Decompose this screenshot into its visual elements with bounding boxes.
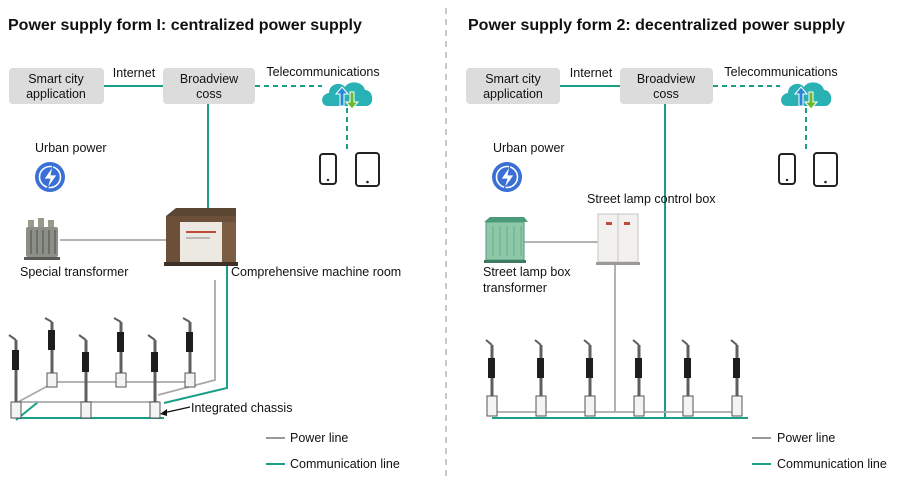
legend-power-label-right: Power line	[777, 431, 835, 445]
street-lamp	[534, 339, 547, 417]
broadview-label-line1: Broadview	[180, 72, 239, 86]
chassis-pointer-arrow	[160, 409, 167, 416]
street-lamp	[44, 317, 58, 388]
broadview-label-line2: coss	[653, 87, 679, 101]
legend-communication-label-right: Communication line	[777, 457, 887, 471]
smart-city-label-line1: Smart city	[28, 72, 84, 86]
smart-city-box-right: Smart city application	[466, 68, 560, 104]
right-panel: Power supply form 2: decentralized power…	[466, 17, 887, 471]
broadview-box-right: Broadview coss	[620, 68, 713, 104]
chassis-pointer	[162, 406, 191, 414]
right-power-lines	[492, 241, 742, 413]
street-lamp	[730, 339, 743, 417]
broadview-label-line1: Broadview	[637, 72, 696, 86]
urban-power-label-left: Urban power	[35, 141, 107, 155]
transformer-icon	[24, 218, 60, 260]
power-bolt-icon	[492, 162, 522, 192]
street-lamp	[182, 317, 196, 388]
street-lamp	[78, 334, 92, 419]
street-lamp	[485, 339, 498, 417]
street-lamp	[113, 317, 127, 388]
street-lamp	[681, 339, 694, 417]
broadview-box-left: Broadview coss	[163, 68, 255, 104]
phone-icon	[778, 153, 796, 185]
street-lamp	[8, 334, 22, 419]
power-bolt-icon	[35, 162, 65, 192]
telecom-label-right: Telecommunications	[724, 65, 837, 79]
smart-city-label-line1: Smart city	[485, 72, 541, 86]
phone-icon	[319, 153, 337, 185]
control-box-label: Street lamp control box	[587, 192, 716, 206]
street-lamp	[632, 339, 645, 417]
left-panel: Power supply form I: centralized power s…	[8, 17, 401, 471]
legend-communication-label-left: Communication line	[290, 457, 400, 471]
street-lamp	[147, 334, 161, 419]
cloud-icon	[322, 82, 373, 110]
right-panel-title: Power supply form 2: decentralized power…	[468, 17, 845, 34]
box-transformer-label-line1: Street lamp box	[483, 265, 571, 279]
right-communication-lines	[492, 85, 807, 419]
integrated-chassis-label: Integrated chassis	[191, 401, 292, 415]
broadview-label-line2: coss	[196, 87, 222, 101]
legend-power-label-left: Power line	[290, 431, 348, 445]
tablet-icon	[813, 152, 838, 187]
internet-label-right: Internet	[570, 66, 613, 80]
tablet-icon	[355, 152, 380, 187]
special-transformer-label: Special transformer	[20, 265, 128, 279]
cloud-icon	[781, 82, 832, 110]
right-street-lamps	[485, 339, 743, 417]
telecom-label-left: Telecommunications	[266, 65, 379, 79]
box-transformer-label-line2: transformer	[483, 281, 547, 295]
smart-city-box-left: Smart city application	[9, 68, 104, 104]
machine-room-label: Comprehensive machine room	[231, 265, 401, 279]
urban-power-label-right: Urban power	[493, 141, 565, 155]
smart-city-label-line2: application	[26, 87, 86, 101]
control-box-icon	[596, 213, 640, 265]
internet-label-left: Internet	[113, 66, 156, 80]
machine-room-icon	[164, 208, 238, 266]
street-lamp	[583, 339, 596, 417]
left-panel-title: Power supply form I: centralized power s…	[8, 17, 362, 34]
smart-city-label-line2: application	[483, 87, 543, 101]
left-street-lamps	[8, 317, 196, 419]
box-transformer-icon	[484, 217, 528, 263]
